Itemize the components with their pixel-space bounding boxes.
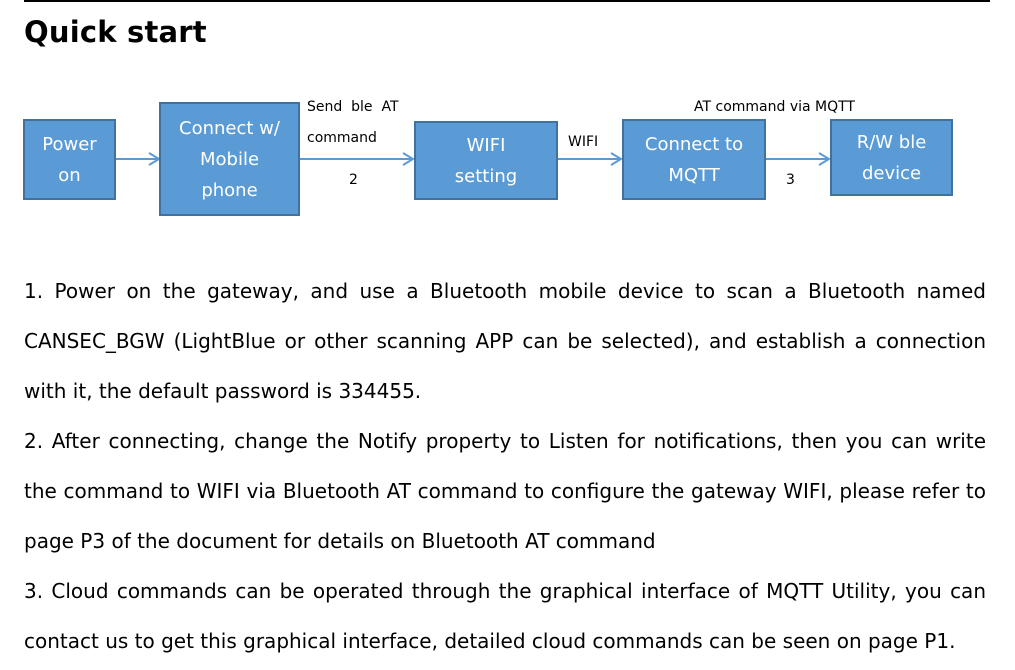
box-rw-ble-label: R/W ble device [856,131,927,184]
box-connect-mobile-label: Connect w/ Mobile phone [179,117,280,201]
paragraph-3: 3. Cloud commands can be operated throug… [24,579,986,653]
top-rule [24,0,990,2]
instructions: 1. Power on the gateway, and use a Bluet… [24,266,986,666]
label-command: command [307,130,377,146]
flow-diagram: Power on Connect w/ Mobile phone WIFI se… [0,0,1015,240]
arrowhead-2 [402,152,415,166]
box-wifi-setting: WIFI setting [414,121,558,200]
arrowhead-3 [610,152,623,166]
box-connect-mqtt: Connect to MQTT [622,119,766,200]
label-at-via-mqtt: AT command via MQTT [694,99,855,115]
box-connect-mqtt-label: Connect to MQTT [644,133,744,186]
paragraph-2: 2. After connecting, change the Notify p… [24,429,986,553]
box-power-on: Power on [23,119,116,200]
box-connect-mobile: Connect w/ Mobile phone [159,102,300,216]
box-power-on-label: Power on [42,133,97,186]
label-step-2: 2 [349,172,358,188]
paragraph-1: 1. Power on the gateway, and use a Bluet… [24,279,986,403]
box-rw-ble: R/W ble device [830,119,953,196]
box-wifi-setting-label: WIFI setting [454,134,518,187]
label-wifi: WIFI [568,134,599,150]
flow-arrows [116,152,831,166]
label-send-ble-at: Send ble AT [307,99,399,115]
page-title: Quick start [24,15,207,49]
label-step-3: 3 [786,172,795,188]
arrowhead-4 [818,152,831,166]
